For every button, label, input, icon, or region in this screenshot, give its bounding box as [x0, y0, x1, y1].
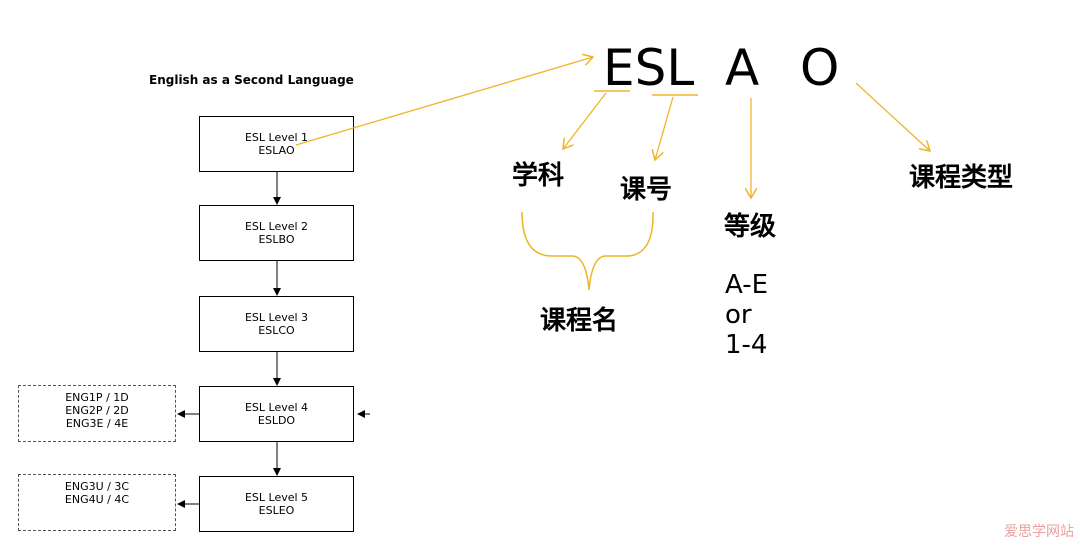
esl-level-4-box: ESL Level 4 ESLDO	[199, 386, 354, 442]
course-number-arrow	[655, 96, 674, 160]
label-grade: 等级	[724, 212, 777, 242]
label-course-type: 课程类型	[909, 163, 1014, 193]
pathway-course: ENG3E / 4E	[65, 417, 129, 430]
pathway-box-level-4: ENG1P / 1D ENG2P / 2D ENG3E / 4E	[18, 385, 176, 442]
level-name: ESL Level 3	[244, 311, 309, 324]
level-code: ESLDO	[257, 414, 296, 427]
flowchart-title: English as a Second Language	[149, 73, 354, 87]
esl-level-5-box: ESL Level 5 ESLEO	[199, 476, 354, 532]
label-course-name: 课程名	[540, 306, 619, 336]
pathway-box-level-5: ENG3U / 3C ENG4U / 4C	[18, 474, 176, 531]
pathway-course: ENG1P / 1D	[65, 391, 129, 404]
subject-arrow	[563, 92, 607, 149]
watermark: 爱思学网站	[1004, 524, 1074, 540]
esl-level-3-box: ESL Level 3 ESLCO	[199, 296, 354, 352]
code-part-grade: A	[725, 39, 760, 97]
grade-range-letters: A-E	[725, 270, 769, 300]
pathway-course: ENG3U / 3C	[64, 480, 130, 493]
course-type-arrow	[855, 82, 930, 151]
esl-level-2-box: ESL Level 2 ESLBO	[199, 205, 354, 261]
pathway-course: ENG4U / 4C	[64, 493, 130, 506]
level-name: ESL Level 1	[244, 131, 309, 144]
grade-range: A-E or 1-4	[725, 270, 768, 360]
level-code: ESLBO	[258, 233, 295, 246]
level-name: ESL Level 4	[244, 401, 309, 414]
level-code: ESLCO	[258, 324, 295, 337]
grade-range-numbers: 1-4	[725, 330, 768, 360]
code-part-subject: ESL	[603, 39, 695, 97]
grade-range-or: or	[725, 300, 752, 330]
level-code: ESLEO	[258, 504, 295, 517]
pathway-course: ENG2P / 2D	[65, 404, 129, 417]
label-subject: 学科	[512, 161, 565, 191]
esl-level-1-box: ESL Level 1 ESLAO	[199, 116, 354, 172]
label-course-number: 课号	[620, 175, 673, 205]
level-name: ESL Level 2	[244, 220, 309, 233]
course-name-brace	[521, 211, 654, 291]
code-link-arrow	[295, 57, 593, 146]
level-code: ESLAO	[258, 144, 295, 157]
level-name: ESL Level 5	[244, 491, 309, 504]
code-part-type: O	[800, 39, 840, 97]
